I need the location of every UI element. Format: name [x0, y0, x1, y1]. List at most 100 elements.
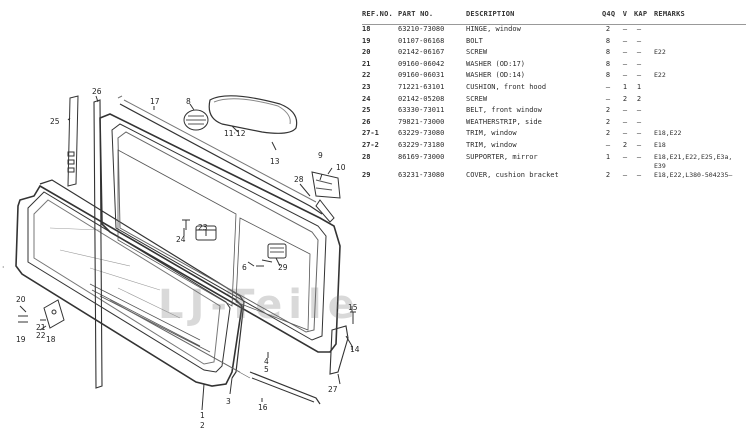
cell-ref: 28	[362, 152, 371, 161]
cell-part: 09160-06031	[398, 71, 445, 80]
callout-label: 10	[336, 163, 346, 172]
cell-ref: 22	[362, 71, 371, 80]
table-header: REF.NO. PART NO. DESCRIPTION Q4Q V KAP R…	[362, 10, 746, 25]
callout-label: 25	[50, 117, 60, 126]
callout-label: 23	[198, 223, 208, 232]
cell-ref: 23	[362, 82, 371, 91]
cell-kap: –	[636, 152, 642, 161]
callout-label: 1	[200, 411, 205, 420]
cell-ref: 21	[362, 59, 371, 68]
table-row: 21 09160-06042 WASHER (OD:17) 8 ––	[362, 60, 746, 72]
cell-qty: 8	[605, 48, 611, 57]
cell-kap: 1	[636, 82, 642, 91]
cell-remarks-cont: E39	[654, 161, 666, 170]
cell-part: 01107-06168	[398, 36, 445, 45]
cell-qty: –	[605, 94, 611, 103]
cell-qty: 2	[605, 117, 611, 126]
cell-qty: 2	[605, 129, 611, 138]
callout-label: 28	[294, 175, 304, 184]
cell-remarks: E18,E22,L380-504235–	[654, 170, 733, 179]
cell-desc: TRIM, window	[466, 140, 517, 149]
cell-desc: BELT, front window	[466, 106, 542, 115]
cell-kap: –	[636, 170, 642, 179]
cell-remarks: E18,E21,E22,E25,E3a,	[654, 152, 733, 161]
cell-part: 79821-73000	[398, 117, 445, 126]
cell-v: –	[622, 106, 628, 115]
cell-qty: 2	[605, 170, 611, 179]
cell-ref: 18	[362, 25, 371, 33]
cell-v: –	[622, 152, 628, 161]
cell-desc: COVER, cushion bracket	[466, 170, 559, 179]
cell-remarks: E18	[654, 140, 666, 149]
header-ref: REF.NO.	[362, 10, 393, 18]
callout-label: 20	[16, 295, 26, 304]
cell-kap: –	[636, 71, 642, 80]
exploded-parts-diagram: 26 17 8 11·12 13 9 10 28 25 24 23 6 29 4…	[2, 87, 360, 430]
callout-label: 17	[150, 97, 160, 106]
cell-ref: 24	[362, 94, 371, 103]
callout-label: 18	[46, 335, 56, 344]
cell-desc: SUPPORTER, mirror	[466, 152, 538, 161]
cell-desc: HINGE, window	[466, 25, 521, 33]
mirror-shape	[208, 95, 298, 134]
cell-v: –	[622, 117, 628, 126]
cell-part: 71221-63101	[398, 82, 445, 91]
callout-label: 8	[186, 97, 191, 106]
cell-qty: 2	[605, 25, 611, 33]
cell-desc: WASHER (OD:17)	[466, 59, 526, 68]
window-glass-frame	[15, 184, 243, 387]
callout-label: ·	[2, 263, 4, 272]
cell-ref: 29	[362, 170, 371, 179]
callout-label: 29	[278, 263, 288, 272]
cell-desc: BOLT	[466, 36, 483, 45]
watermark: LJ-Teile	[158, 282, 361, 328]
cell-v: –	[622, 71, 628, 80]
cell-ref: 25	[362, 106, 371, 115]
cell-remarks: E18,E22	[654, 129, 682, 138]
callout-label: 3	[226, 397, 231, 406]
cell-remarks: E22	[654, 48, 666, 57]
cell-qty: 8	[605, 59, 611, 68]
cell-ref: 27-2	[362, 140, 379, 149]
cell-part: 63229-73180	[398, 140, 445, 149]
cell-v: 2	[622, 94, 628, 103]
cell-desc: SCREW	[466, 94, 488, 103]
cell-part: 86169-73000	[398, 152, 445, 161]
header-part-no: PART NO.	[398, 10, 434, 18]
cell-part: 09160-06042	[398, 59, 445, 68]
cell-kap: –	[636, 36, 642, 45]
cell-ref: 20	[362, 48, 371, 57]
header-v: V	[622, 10, 628, 18]
cell-desc: TRIM, window	[466, 129, 517, 138]
callout-label: 4	[264, 357, 269, 366]
cell-qty: 8	[605, 36, 611, 45]
cell-kap: –	[636, 48, 642, 57]
cell-kap: –	[636, 59, 642, 68]
cell-remarks: E22	[654, 71, 666, 80]
cell-v: –	[622, 25, 628, 33]
cell-desc: WEATHERSTRIP, side	[466, 117, 542, 126]
cell-part: 02142-06167	[398, 48, 445, 57]
parts-table: REF.NO. PART NO. DESCRIPTION Q4Q V KAP R…	[362, 10, 746, 182]
cell-ref: 26	[362, 117, 371, 126]
header-qty: Q4Q	[602, 10, 616, 18]
cell-v: –	[622, 36, 628, 45]
cell-v: –	[622, 59, 628, 68]
cell-kap: 2	[636, 94, 642, 103]
cell-qty: –	[605, 140, 611, 149]
callout-label: 27	[328, 385, 338, 394]
callout-label: 14	[350, 345, 360, 354]
cell-desc: WASHER (OD:14)	[466, 71, 526, 80]
cell-kap: –	[636, 106, 642, 115]
